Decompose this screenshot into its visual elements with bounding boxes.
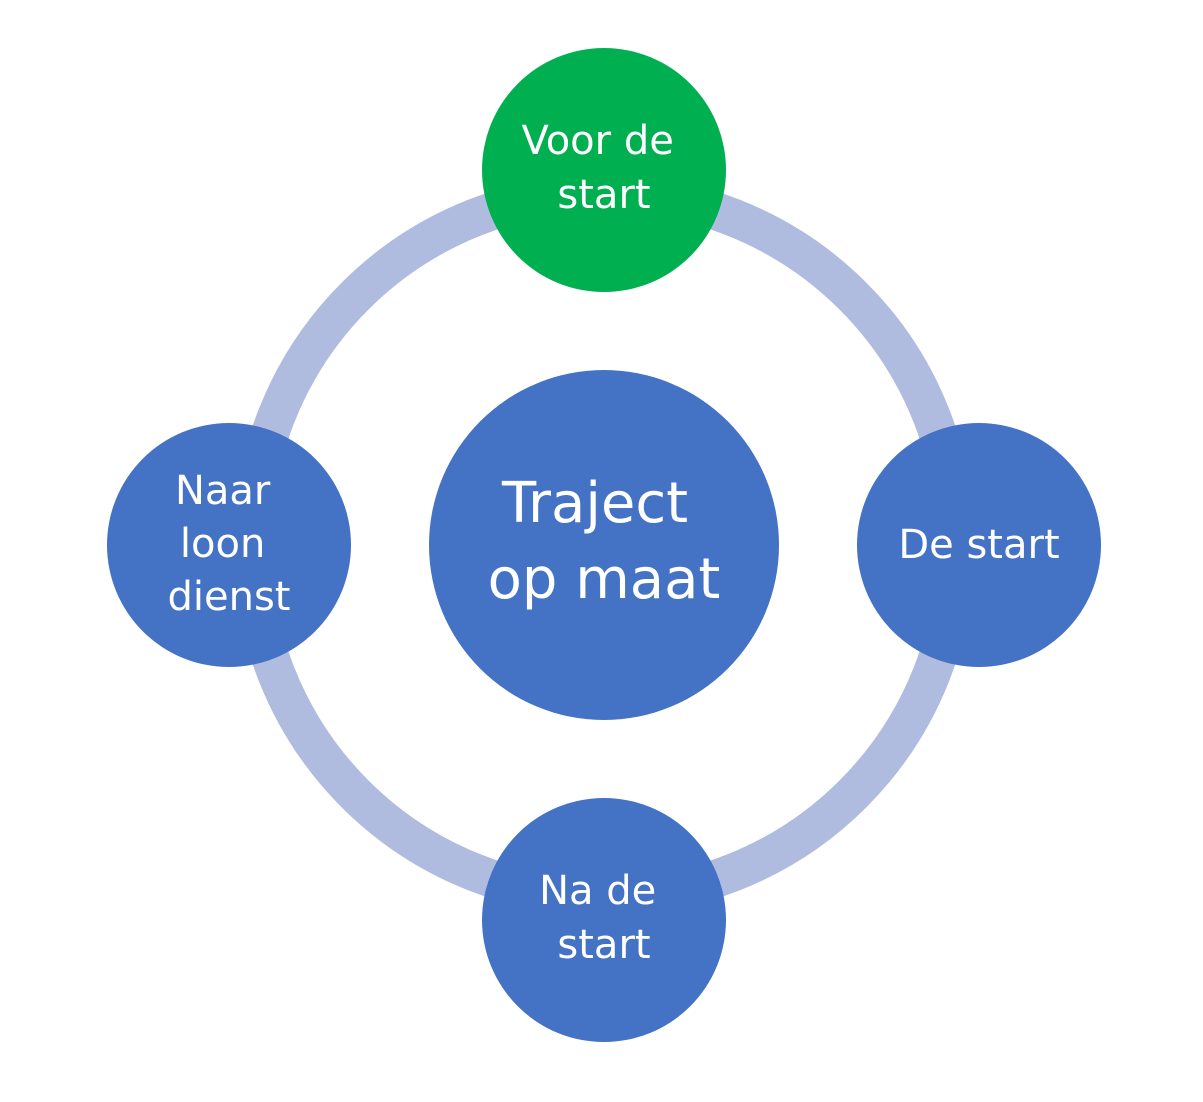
center-node-label-line-1: Traject [501,471,688,536]
node-voor-de-start-label-line-2: start [557,172,650,218]
center-node-circle [429,370,779,720]
svg-text:Voor de start: Voor de start [521,118,686,218]
node-na-de-start: Na de start [482,798,726,1042]
node-na-de-start-label-line-1: Na de [539,868,656,914]
svg-text:Na de start: Na de start [539,868,669,968]
node-naar-loon-dienst-label-line-3: dienst [168,574,291,620]
node-na-de-start-circle [482,798,726,1042]
node-de-start-circle [857,423,1101,667]
node-naar-loon-dienst-circle [107,423,351,667]
node-na-de-start-label-line-2: start [557,922,650,968]
svg-text:Traject op maat: Traject op maat [488,471,721,612]
node-naar-loon-dienst: Naar loon dienst [107,423,351,667]
node-voor-de-start-label-line-1: Voor de [521,118,673,164]
node-voor-de-start: Voor de start [482,48,726,292]
node-de-start: De start [857,423,1101,667]
node-naar-loon-dienst-label-line-2: loon [180,521,265,567]
svg-text:De start: De start [898,522,1059,568]
node-naar-loon-dienst-label-line-1: Naar [175,468,271,514]
node-voor-de-start-circle [482,48,726,292]
node-de-start-label-line-1: De start [898,522,1059,568]
center-node-label-line-2: op maat [488,547,721,612]
center-node: Traject op maat [429,370,779,720]
svg-text:Naar loon dienst: Naar loon dienst [168,468,291,620]
